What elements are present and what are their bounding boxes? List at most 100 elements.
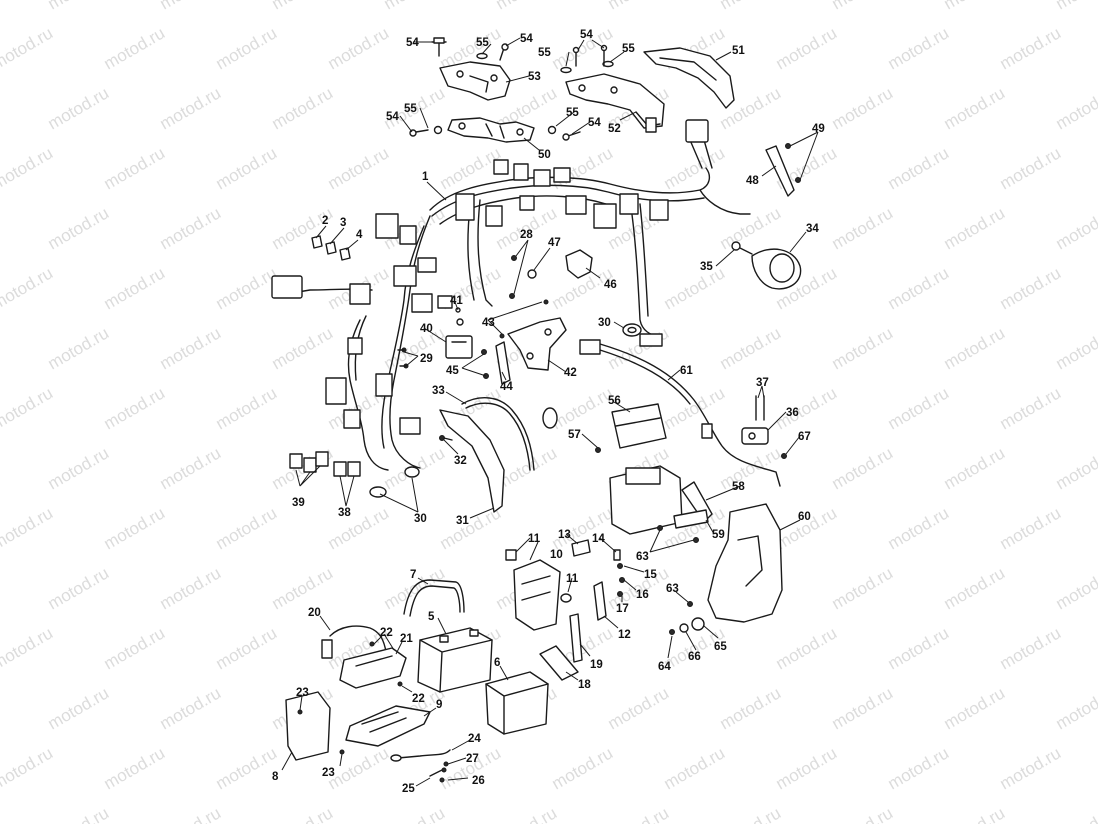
callout-20: 20 <box>308 607 321 619</box>
bolt-54-c <box>409 129 429 137</box>
callout-5: 5 <box>428 611 435 623</box>
washer-55-c <box>547 125 557 135</box>
washer-55-a <box>476 52 488 60</box>
tube-19 <box>569 613 583 663</box>
callout-18: 18 <box>578 679 591 691</box>
callout-64: 64 <box>658 661 671 673</box>
bracket-48 <box>765 145 795 197</box>
stay-31 <box>439 409 505 513</box>
bracket-50 <box>447 117 535 143</box>
callout-54-c: 54 <box>386 111 399 123</box>
callout-61: 61 <box>680 365 693 377</box>
callout-59: 59 <box>712 529 725 541</box>
callout-13: 13 <box>558 529 571 541</box>
relay-38-group <box>333 461 361 477</box>
terminal-25-26-27 <box>429 761 449 783</box>
clip-47 <box>527 269 537 279</box>
collar-66 <box>679 623 689 633</box>
screw-28 <box>509 255 517 299</box>
screw-57 <box>595 447 601 453</box>
callout-19: 19 <box>590 659 603 671</box>
battery-band-7 <box>403 579 465 617</box>
callout-54-d: 54 <box>580 29 593 41</box>
callout-46: 46 <box>604 279 617 291</box>
callout-47: 47 <box>548 237 561 249</box>
clips-11 <box>505 549 572 603</box>
callout-56: 56 <box>608 395 621 407</box>
washer-55-e <box>602 60 614 68</box>
bolt-54-a <box>431 37 447 57</box>
callout-32: 32 <box>454 455 467 467</box>
clip-4 <box>339 247 351 261</box>
callout-23-b: 23 <box>322 767 335 779</box>
callout-34: 34 <box>806 223 819 235</box>
part-14-15-16-17 <box>613 549 625 597</box>
callout-63-a: 63 <box>636 551 649 563</box>
clip-30-upper <box>622 323 642 337</box>
callout-53: 53 <box>528 71 541 83</box>
callout-8: 8 <box>272 771 279 783</box>
callout-42: 42 <box>564 367 577 379</box>
leader-lines <box>281 37 819 787</box>
bracket-59 <box>673 509 709 529</box>
callout-24: 24 <box>468 733 481 745</box>
ecu-module <box>609 465 683 535</box>
callout-25: 25 <box>402 783 415 795</box>
cable-33 <box>461 397 558 471</box>
fuse-box-21 <box>339 647 407 689</box>
cable-24 <box>390 749 451 762</box>
callout-12: 12 <box>618 629 631 641</box>
callout-1: 1 <box>422 171 429 183</box>
callout-29: 29 <box>420 353 433 365</box>
fastener-41 <box>455 307 464 326</box>
callout-60: 60 <box>798 511 811 523</box>
bracket-42 <box>507 317 567 371</box>
screws-45 <box>481 349 489 379</box>
callout-52: 52 <box>608 123 621 135</box>
callout-55-b: 55 <box>404 103 417 115</box>
bolt-54-b <box>499 43 509 61</box>
callout-10: 10 <box>550 549 563 561</box>
callout-23-a: 23 <box>296 687 309 699</box>
bracket-52 <box>565 73 665 133</box>
callout-15: 15 <box>644 569 657 581</box>
stay-12 <box>593 581 607 621</box>
callout-31: 31 <box>456 515 469 527</box>
sensor-36 <box>741 427 769 445</box>
cable-61 <box>579 339 781 487</box>
callout-54-e: 54 <box>588 117 601 129</box>
callout-33: 33 <box>432 385 445 397</box>
callout-50: 50 <box>538 149 551 161</box>
callout-6: 6 <box>494 657 500 669</box>
callout-43: 43 <box>482 317 495 329</box>
screws-22 <box>369 641 403 687</box>
callout-55-e: 55 <box>622 43 635 55</box>
bracket-46 <box>565 249 593 279</box>
holder-10 <box>513 559 561 631</box>
callout-4: 4 <box>356 229 363 241</box>
sleeve-18 <box>539 645 579 681</box>
callout-28: 28 <box>520 229 533 241</box>
callout-66: 66 <box>688 651 701 663</box>
clip-3 <box>325 241 337 255</box>
callout-30-b: 30 <box>414 513 427 525</box>
callout-11-b: 11 <box>566 573 579 585</box>
callout-numbers: 1 2 3 4 5 6 7 8 9 10 11 11 12 13 14 15 1… <box>272 29 825 795</box>
bolt-35 <box>731 241 753 255</box>
bolt-54-d <box>562 131 581 141</box>
callout-9: 9 <box>436 699 442 711</box>
callout-36: 36 <box>786 407 799 419</box>
callout-17: 17 <box>616 603 629 615</box>
callout-45: 45 <box>446 365 459 377</box>
callout-2: 2 <box>322 215 328 227</box>
screw-67 <box>781 453 787 459</box>
screw-32 <box>439 435 453 441</box>
relay-40 <box>445 335 473 359</box>
callout-22-a: 22 <box>380 627 393 639</box>
cover-51 <box>643 47 735 109</box>
callout-55-d: 55 <box>538 47 551 59</box>
callout-49: 49 <box>812 123 825 135</box>
callout-65: 65 <box>714 641 727 653</box>
